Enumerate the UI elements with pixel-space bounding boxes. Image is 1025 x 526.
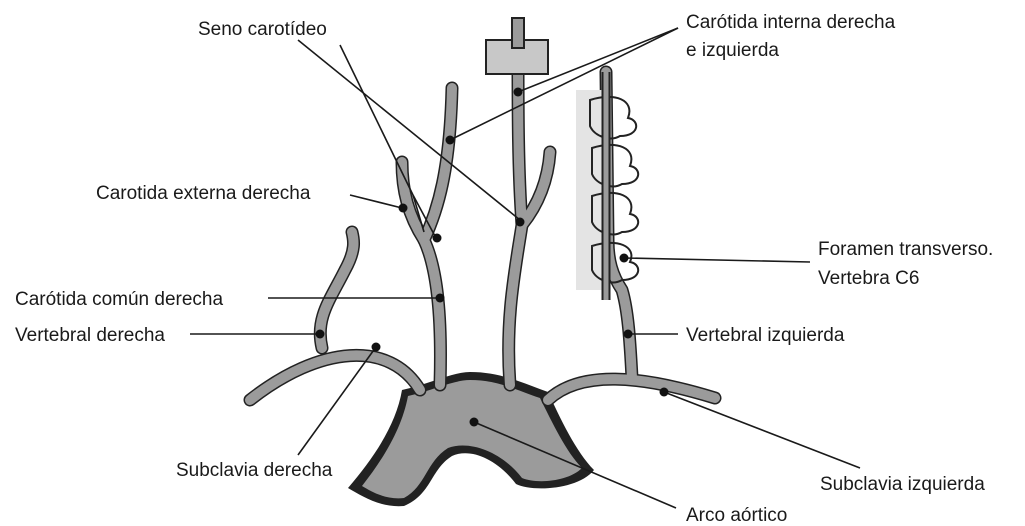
label-arco-aortico: Arco aórtico: [686, 505, 787, 526]
label-foramen-line1: Foramen transverso.: [818, 239, 993, 260]
vessel-drawing: [250, 18, 715, 506]
label-vertebral-izquierda: Vertebral izquierda: [686, 325, 845, 346]
label-carotida-interna-line2: e izquierda: [686, 40, 779, 61]
label-carotida-comun: Carótida común derecha: [15, 289, 223, 310]
label-seno-carotideo: Seno carotídeo: [198, 19, 327, 40]
label-vertebral-derecha: Vertebral derecha: [15, 325, 165, 346]
label-subclavia-derecha: Subclavia derecha: [176, 460, 333, 481]
label-subclavia-izquierda: Subclavia izquierda: [820, 474, 985, 495]
cervical-vertebrae: [576, 72, 638, 300]
label-carotida-interna-line1: Carótida interna derecha: [686, 12, 896, 33]
label-foramen-line2: Vertebra C6: [818, 268, 919, 289]
label-carotida-externa: Carotida externa derecha: [96, 183, 311, 204]
